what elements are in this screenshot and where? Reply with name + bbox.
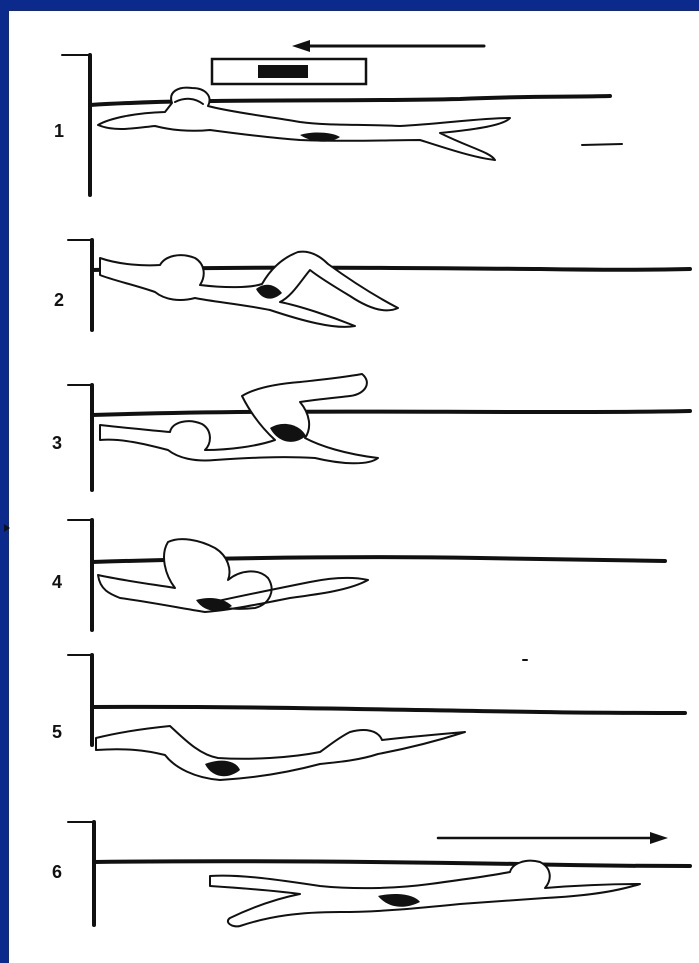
waterline-1 (90, 96, 610, 105)
step-label-1: 1 (54, 121, 64, 141)
step-label-5: 5 (52, 722, 62, 742)
swimmer-2 (100, 252, 398, 327)
step-5: 5 (52, 655, 685, 780)
step-4: 4 (52, 520, 665, 630)
direction-arrow-right-head (650, 832, 668, 844)
step-label-6: 6 (52, 862, 62, 882)
swimmer-5 (96, 726, 465, 780)
step-label-3: 3 (52, 433, 62, 453)
step-1: 1 (54, 40, 622, 195)
step-6: 6 (52, 822, 690, 926)
mark-1 (582, 144, 622, 145)
step-label-2: 2 (54, 290, 64, 310)
wall-sign-marking (258, 65, 308, 78)
swimmer-4 (98, 539, 368, 612)
step-2: 2 (54, 240, 690, 330)
waterline-6 (94, 861, 690, 866)
swimmer-6 (210, 861, 640, 927)
step-label-4: 4 (52, 572, 62, 592)
direction-arrow-left-head (292, 40, 310, 52)
step-3: 3 (52, 374, 690, 490)
edge-marker (4, 524, 10, 532)
waterline-5 (92, 707, 685, 713)
swimmer-3 (100, 374, 378, 463)
waterline-3 (92, 411, 690, 415)
